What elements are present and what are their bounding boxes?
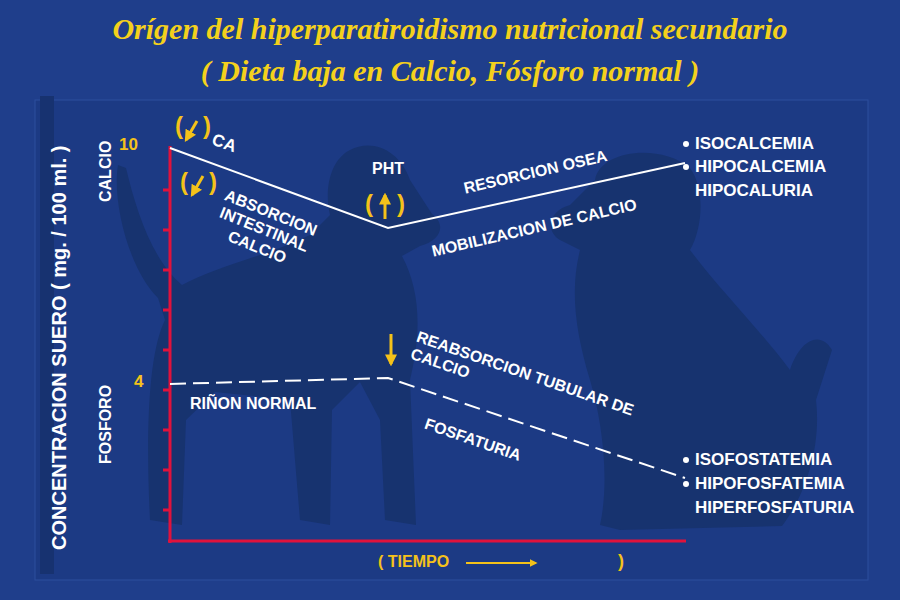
curve-label: RESORCION OSEA — [462, 147, 609, 198]
axis-label: FOSFORO — [97, 385, 115, 464]
axis-label: CONCENTRACION SUERO ( mg. / 100 ml. ) — [48, 146, 71, 551]
decrease-arrow — [390, 334, 393, 364]
decrease-arrow — [186, 121, 197, 140]
result-label: ISOCALCEMIA — [695, 134, 814, 154]
curve-label: CA — [209, 130, 239, 157]
bullet — [683, 164, 689, 170]
subtitle: ( Dieta baja en Calcio, Fósforo normal ) — [0, 54, 900, 89]
paren: ) — [209, 168, 217, 196]
x-axis — [168, 540, 686, 543]
curve-label: MOBILIZACION DE CALCIO — [430, 196, 639, 261]
time-arrow — [466, 562, 536, 564]
paren: ( — [180, 168, 188, 196]
result-label: HIPOCALCEMIA — [695, 157, 826, 177]
curve-label: RIÑON NORMAL — [190, 395, 316, 413]
y-axis — [169, 146, 172, 543]
paren: ( — [175, 112, 183, 140]
time-label: ( TIEMPO — [378, 553, 449, 571]
result-label: HIPERFOSFATURIA — [695, 498, 854, 518]
curve-label: FOSFATURIA — [422, 415, 524, 465]
paren: ) — [618, 551, 624, 572]
hormone-label: PHT — [372, 160, 404, 178]
standing-dog-silhouette — [117, 145, 440, 525]
increase-arrow — [384, 195, 387, 219]
paren: ) — [203, 112, 211, 140]
bullet — [683, 481, 689, 487]
axis-label: CALCIO — [97, 141, 115, 202]
chart-panel — [35, 100, 868, 580]
paren: ) — [397, 190, 405, 218]
result-label: HIPOCALURIA — [695, 181, 813, 201]
axis-value: 4 — [134, 372, 143, 392]
axis-value: 10 — [119, 135, 138, 155]
result-label: HIPOFOSFATEMIA — [695, 474, 845, 494]
result-label: ISOFOSTATEMIA — [695, 450, 832, 470]
curve-label: ABSORCION INTESTINAL CALCIO — [192, 180, 335, 281]
title: Orígen del hiperparatiroidismo nutricion… — [0, 12, 900, 47]
bullet — [683, 457, 689, 463]
paren: ( — [365, 190, 373, 218]
bullet — [683, 141, 689, 147]
decrease-arrow — [192, 176, 203, 195]
